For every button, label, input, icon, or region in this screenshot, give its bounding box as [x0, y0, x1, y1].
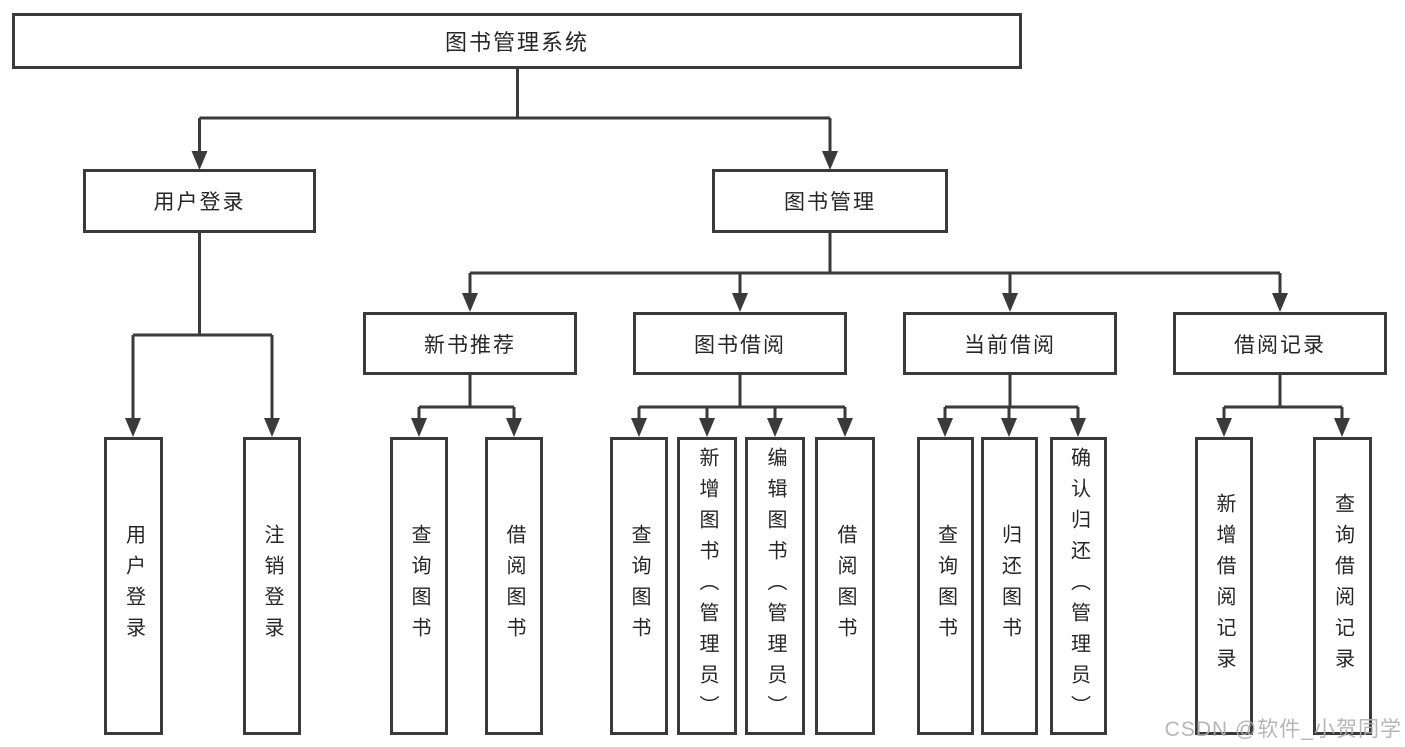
node-leaf-query-borrow-record: 查询借阅记录 — [1313, 437, 1372, 735]
watermark: CSDN @软件_小贺同学 — [1164, 718, 1402, 741]
node-label: 借阅记录 — [1234, 333, 1326, 357]
node-label: 图书管理 — [784, 191, 876, 214]
node-label: 图书管理系统 — [444, 30, 589, 55]
node-leaf-return-book: 归还图书 — [981, 437, 1038, 735]
node-label: 用户登录 — [153, 191, 246, 214]
node-new-book-recommend: 新书推荐 — [363, 312, 577, 375]
node-label: 确认归还（管理员） — [1067, 446, 1090, 726]
node-borrowing-records: 借阅记录 — [1173, 312, 1387, 375]
node-leaf-logout: 注销登录 — [243, 437, 301, 735]
node-label: 当前借阅 — [964, 333, 1056, 357]
node-leaf-query-books-recommend: 查询图书 — [390, 437, 448, 735]
node-leaf-user-login: 用户登录 — [104, 437, 163, 735]
node-leaf-confirm-return-admin: 确认归还（管理员） — [1050, 437, 1107, 735]
node-label: 借阅图书 — [503, 524, 525, 648]
node-book-management: 图书管理 — [712, 169, 948, 233]
node-label: 查询图书 — [934, 524, 957, 648]
node-leaf-borrow-books-borrowing: 借阅图书 — [815, 437, 875, 735]
node-label: 查询借阅记录 — [1331, 493, 1354, 679]
node-label: 查询图书 — [628, 524, 650, 648]
node-label: 借阅图书 — [834, 524, 856, 648]
node-label: 编辑图书（管理员） — [764, 446, 786, 726]
node-leaf-add-book-admin: 新增图书（管理员） — [677, 437, 737, 735]
node-label: 图书借阅 — [694, 333, 786, 357]
node-leaf-add-borrow-record: 新增借阅记录 — [1195, 437, 1253, 735]
node-label: 新书推荐 — [424, 333, 516, 357]
node-user-login: 用户登录 — [83, 169, 316, 233]
node-label: 新增借阅记录 — [1213, 493, 1235, 679]
node-book-borrowing: 图书借阅 — [633, 312, 847, 375]
node-leaf-borrow-books-recommend: 借阅图书 — [485, 437, 543, 735]
node-leaf-query-books-current: 查询图书 — [917, 437, 974, 735]
node-leaf-query-books-borrowing: 查询图书 — [610, 437, 668, 735]
node-label: 新增图书（管理员） — [696, 446, 718, 726]
node-label: 归还图书 — [998, 524, 1021, 648]
node-leaf-edit-book-admin: 编辑图书（管理员） — [745, 437, 805, 735]
node-library-management-system: 图书管理系统 — [12, 13, 1022, 69]
node-label: 用户登录 — [122, 524, 145, 648]
node-current-borrowing: 当前借阅 — [903, 312, 1117, 375]
node-label: 注销登录 — [261, 524, 283, 648]
node-label: 查询图书 — [408, 524, 430, 648]
